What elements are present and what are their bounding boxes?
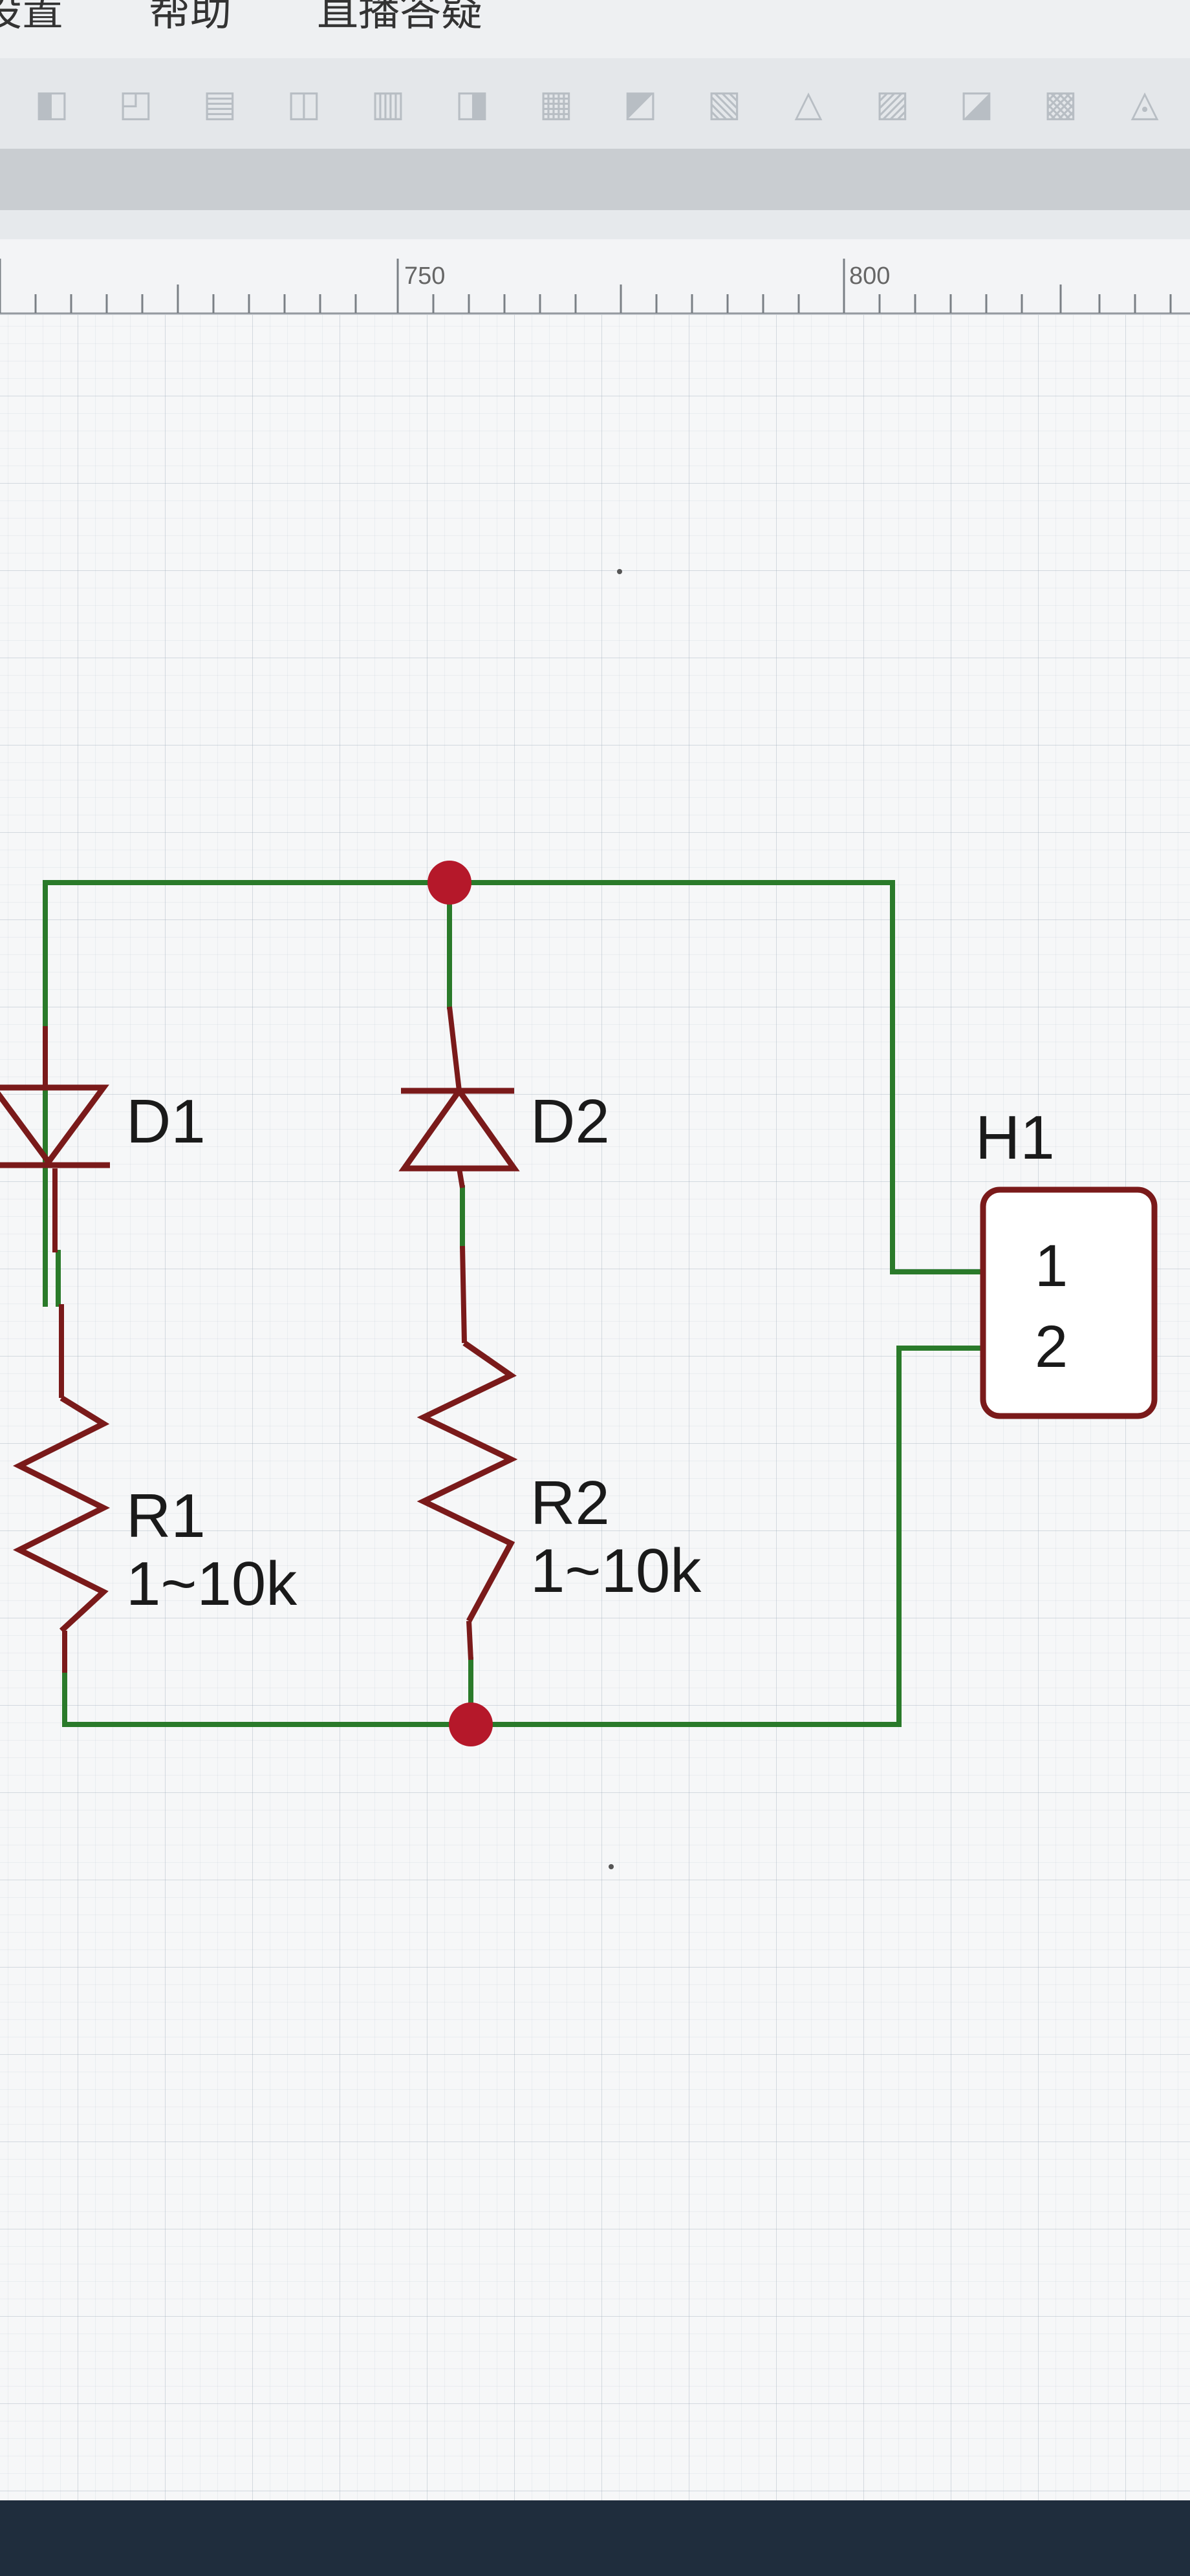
schematic-canvas[interactable]: D1 D2 R1 1~10k R2 1~10k H1 1 2 — [0, 315, 1190, 2500]
panel-band — [0, 149, 1190, 210]
toolbar-icon[interactable]: ▨ — [875, 83, 910, 123]
designator-h1[interactable]: H1 — [975, 1103, 1055, 1172]
resistor-r1[interactable] — [12, 1395, 111, 1633]
panel-strip — [0, 210, 1190, 239]
toolbar: ◧ ◰ ▤ ◫ ▥ ◨ ▦ ◩ ▧ △ ▨ ◪ ▩ ◬ — [0, 58, 1190, 149]
horizontal-ruler[interactable]: 750 800 — [0, 239, 1190, 315]
bottom-bezel — [0, 2500, 1190, 2576]
toolbar-icon[interactable]: ▧ — [707, 83, 742, 123]
ruler-ticks — [0, 259, 1190, 315]
wire-bottom[interactable] — [62, 1346, 986, 1727]
toolbar-icon[interactable]: ◬ — [1130, 83, 1159, 123]
toolbar-icon[interactable]: ▤ — [202, 83, 237, 123]
connector-h1[interactable] — [980, 1186, 1158, 1419]
ruler-label-800: 800 — [849, 263, 891, 290]
component-leads — [43, 1006, 473, 1673]
toolbar-icon[interactable]: ▥ — [371, 83, 406, 123]
toolbar-icon[interactable]: ◨ — [455, 83, 490, 123]
toolbar-icon[interactable]: ◰ — [118, 83, 153, 123]
menu-item-help[interactable]: 帮助 — [149, 0, 232, 36]
toolbar-icon[interactable]: ▩ — [1043, 83, 1078, 123]
junction-dot-top[interactable] — [427, 861, 471, 905]
menu-item-settings[interactable]: 设置 — [0, 0, 63, 36]
toolbar-icon[interactable]: △ — [794, 83, 823, 123]
junction-dot-bottom[interactable] — [449, 1702, 493, 1746]
designator-r2[interactable]: R2 — [530, 1468, 610, 1538]
value-r2[interactable]: 1~10k — [530, 1536, 702, 1605]
designator-d1[interactable]: D1 — [126, 1087, 206, 1156]
toolbar-icon[interactable]: ▦ — [539, 83, 574, 123]
h1-pin-2: 2 — [1035, 1314, 1068, 1380]
value-r1[interactable]: 1~10k — [126, 1549, 298, 1618]
toolbar-icon[interactable]: ◪ — [959, 83, 994, 123]
wire-top[interactable] — [43, 880, 986, 1307]
menu-bar: 设置 帮助 直播答疑 — [0, 0, 1190, 58]
resistor-r2[interactable] — [416, 1340, 518, 1623]
ruler-label-750: 750 — [404, 263, 446, 290]
toolbar-icon[interactable]: ◧ — [34, 83, 69, 123]
toolbar-icon[interactable]: ◫ — [287, 83, 321, 123]
toolbar-icon[interactable]: ◩ — [623, 83, 658, 123]
diode-d1[interactable] — [0, 1084, 110, 1168]
canvas-speck — [617, 569, 622, 574]
schematic-drawing — [0, 569, 1158, 1869]
diode-d2[interactable] — [398, 1086, 520, 1172]
h1-pin-1: 1 — [1035, 1233, 1068, 1299]
designator-d2[interactable]: D2 — [530, 1087, 610, 1156]
canvas-speck — [609, 1864, 614, 1869]
menu-item-live-qa[interactable]: 直播答疑 — [317, 0, 482, 36]
designator-r1[interactable]: R1 — [126, 1481, 206, 1551]
